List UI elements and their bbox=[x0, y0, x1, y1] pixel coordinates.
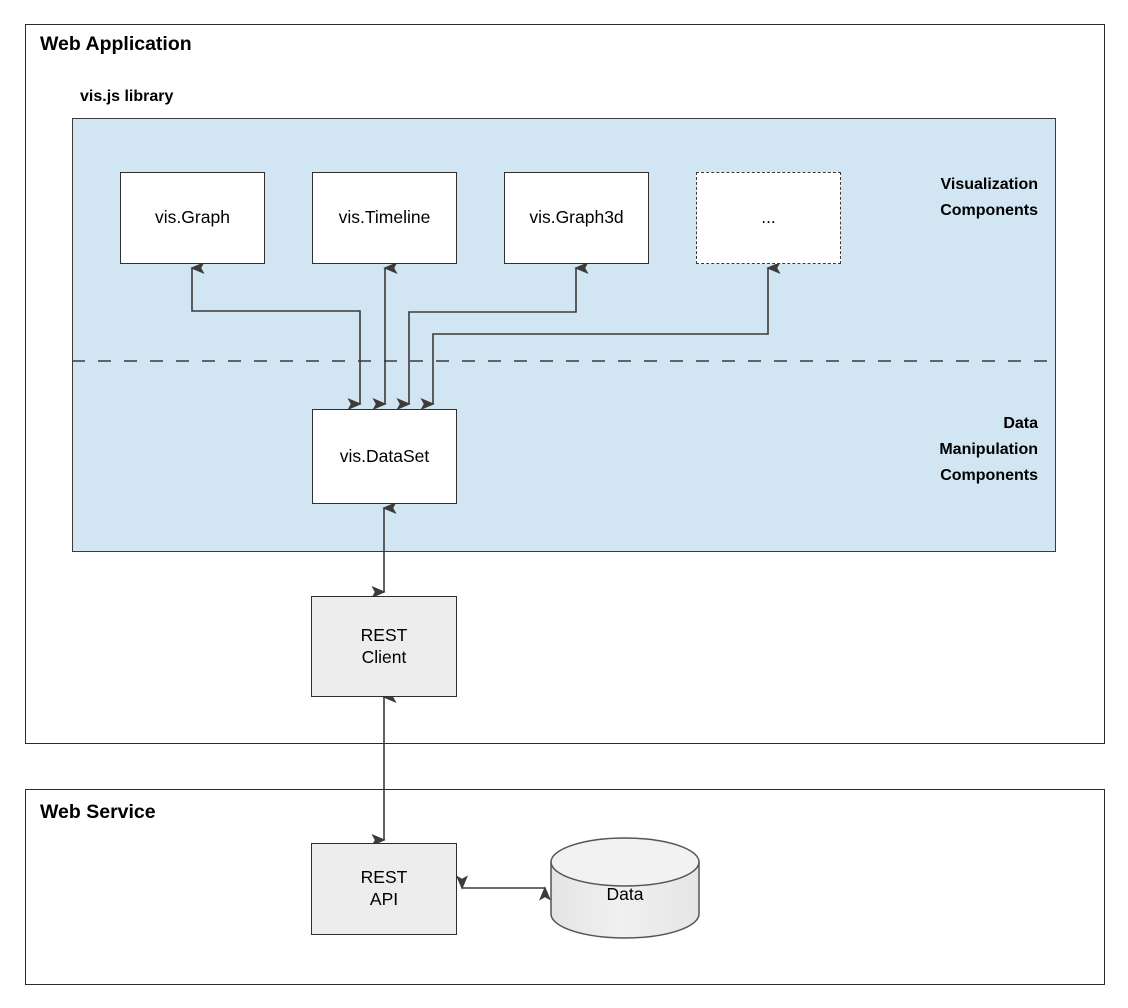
library-panel-title: vis.js library bbox=[80, 88, 174, 105]
node-data-store[interactable]: Data bbox=[551, 838, 699, 938]
node-vis-dataset[interactable]: vis.DataSet bbox=[312, 409, 457, 504]
label-data-manipulation-components: Data Manipulation Components bbox=[939, 415, 1038, 484]
edge-dataset-graph bbox=[190, 262, 362, 410]
node-vis-timeline[interactable]: vis.Timeline bbox=[312, 172, 457, 264]
edge-dataset-graph3d bbox=[396, 262, 589, 410]
data-cylinder-shape bbox=[550, 837, 700, 939]
frame-web-service-title: Web Service bbox=[40, 801, 156, 823]
label-visualization-components: Visualization Components bbox=[940, 176, 1038, 219]
node-rest-api-line2: API bbox=[369, 889, 399, 909]
node-rest-client-line1: REST bbox=[360, 624, 408, 645]
node-rest-client-line2: Client bbox=[361, 646, 407, 667]
node-rest-client[interactable]: REST Client bbox=[311, 596, 457, 697]
node-rest-api-line1: REST bbox=[360, 867, 408, 888]
frame-web-service bbox=[25, 789, 1105, 985]
node-vis-graph[interactable]: vis.Graph bbox=[120, 172, 265, 264]
frame-web-application-title: Web Application bbox=[40, 33, 192, 55]
edge-dataset-more bbox=[420, 262, 781, 410]
node-data-store-label: Data bbox=[606, 884, 644, 904]
node-vis-graph3d[interactable]: vis.Graph3d bbox=[504, 172, 649, 264]
node-more-components[interactable]: ... bbox=[696, 172, 841, 264]
frame-web-application bbox=[25, 24, 1105, 744]
node-rest-api[interactable]: REST API bbox=[311, 843, 457, 935]
